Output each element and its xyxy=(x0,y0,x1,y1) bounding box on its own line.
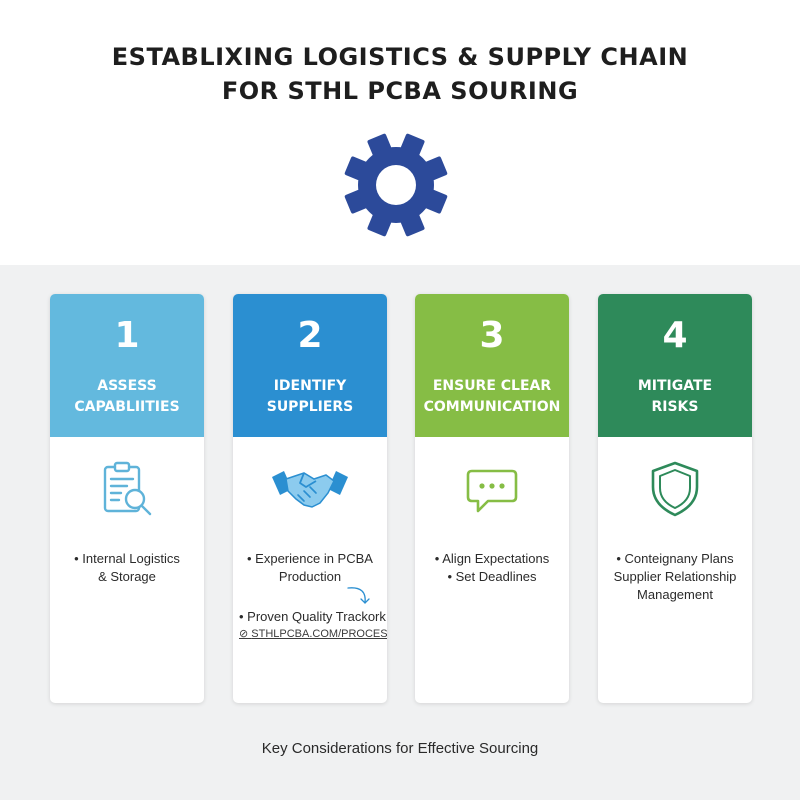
step-details: • Align Expectations • Set Deadlines xyxy=(421,550,563,586)
step-label-line-2: SUPPLIERS xyxy=(266,399,354,415)
bullet-text: • Internal Logistics xyxy=(74,551,180,566)
shield-icon xyxy=(645,459,705,519)
link-icon: ⊘ xyxy=(239,628,252,640)
page-title: ESTABLIXING LOGISTICS & SUPPLY CHAIN FOR… xyxy=(0,40,800,108)
curved-arrow-icon xyxy=(347,587,370,604)
chat-bubble-icon xyxy=(462,459,522,519)
step-card-communication: 3 ENSURE CLEAR COMMUNICATION • Align Exp… xyxy=(415,294,569,703)
bullet-text: • Proven Quality Trackork xyxy=(239,609,386,624)
step-number: 2 xyxy=(297,315,323,356)
step-label-line-2: CAPABLIITIES xyxy=(74,399,180,415)
title-line-1: ESTABLIXING LOGISTICS & SUPPLY CHAIN xyxy=(111,43,689,71)
process-link[interactable]: ⊘ STHLPCBA.COM/PROCESS xyxy=(239,626,387,642)
bullet-text: • Set Deadlines xyxy=(447,569,537,584)
step-label-line-1: ENSURE CLEAR xyxy=(432,378,552,394)
step-label: MITIGATE RISKS xyxy=(598,376,752,418)
step-details: • Conteignany Plans Supplier Relationshi… xyxy=(604,550,746,604)
step-card-identify: 2 IDENTIFY SUPPLIERS • Experience in PCB… xyxy=(233,294,387,703)
bullet-text: Production xyxy=(278,569,342,584)
step-label-line-1: IDENTIFY xyxy=(273,378,347,394)
step-number: 3 xyxy=(479,315,505,356)
step-label-line-1: ASSESS xyxy=(97,378,157,394)
step-label-line-2: RISKS xyxy=(651,399,699,415)
gear-icon xyxy=(344,133,448,237)
step-header: 4 MITIGATE RISKS xyxy=(598,294,752,437)
step-label: IDENTIFY SUPPLIERS xyxy=(233,376,387,418)
step-header: 2 IDENTIFY SUPPLIERS xyxy=(233,294,387,437)
header-section: ESTABLIXING LOGISTICS & SUPPLY CHAIN FOR… xyxy=(0,0,800,265)
clipboard-search-icon xyxy=(97,459,157,519)
step-label-line-2: COMMUNICATION xyxy=(423,399,561,415)
step-card-mitigate: 4 MITIGATE RISKS • Conteignany Plans Sup… xyxy=(598,294,752,703)
bullet-text: Management xyxy=(637,587,713,602)
bullet-text: • Align Expectations xyxy=(434,551,550,566)
step-label: ENSURE CLEAR COMMUNICATION xyxy=(415,376,569,418)
step-header: 3 ENSURE CLEAR COMMUNICATION xyxy=(415,294,569,437)
title-line-2: FOR STHL PCBA SOURING xyxy=(221,77,579,105)
step-number: 4 xyxy=(662,315,688,356)
footer-caption: Key Considerations for Effective Sourcin… xyxy=(261,740,539,757)
step-label: ASSESS CAPABLIITIES xyxy=(50,376,204,418)
step-number: 1 xyxy=(114,315,140,356)
step-card-assess: 1 ASSESS CAPABLIITIES • Internal Logisti… xyxy=(50,294,204,703)
step-details: • Experience in PCBA Production • Proven… xyxy=(239,550,387,642)
bullet-text: • Experience in PCBA xyxy=(247,551,373,566)
bullet-text: Supplier Relationship xyxy=(613,569,737,584)
bullet-text: • Conteignany Plans xyxy=(616,551,734,566)
step-details: • Internal Logistics & Storage xyxy=(56,550,198,586)
bullet-text: & Storage xyxy=(98,569,156,584)
step-label-line-1: MITIGATE xyxy=(637,378,713,394)
handshake-icon xyxy=(270,459,350,519)
link-text[interactable]: STHLPCBA.COM/PROCESS xyxy=(251,628,387,640)
step-header: 1 ASSESS CAPABLIITIES xyxy=(50,294,204,437)
